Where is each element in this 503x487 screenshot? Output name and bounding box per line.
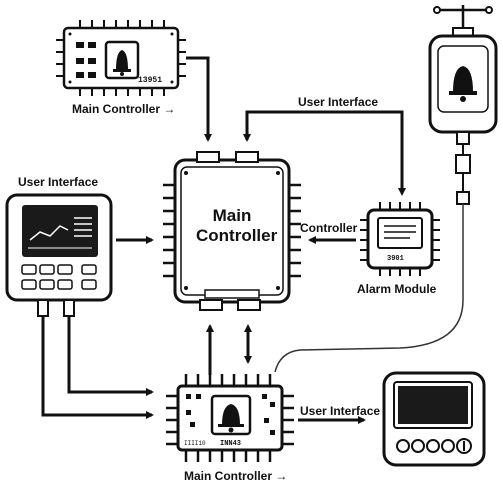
main-controller-line1: Main: [212, 206, 252, 225]
handheld-monitor: [5, 193, 113, 317]
bell-icon: [113, 50, 131, 76]
bottom-board-chip-text: INN43: [220, 440, 241, 448]
bell-icon: [218, 404, 244, 433]
bottom-controller-board: [166, 374, 294, 462]
top-controller-label: Main Controller →: [72, 102, 176, 116]
user-interface-right-label: User Interface: [300, 404, 381, 418]
user-interface-top-label: User Interface: [298, 95, 379, 109]
bottom-board-left-text: IIII10: [184, 440, 206, 447]
display-device: [382, 371, 486, 467]
waveform-icon: [29, 225, 69, 241]
connectors: [41, 56, 406, 424]
main-controller-title: Main Controller: [196, 206, 278, 246]
top-controller-board: [56, 20, 186, 96]
bottom-controller-label: Main Controller →: [184, 469, 288, 483]
alarm-module-chip: [360, 202, 440, 276]
user-interface-left-label: User Interface: [18, 175, 99, 189]
main-controller-line2: Controller: [196, 226, 278, 245]
top-board-chip-text: 13951: [138, 76, 162, 85]
iv-bag-alarm: [274, 5, 498, 373]
alarm-module-label: Alarm Module: [357, 282, 437, 296]
bell-icon: [449, 66, 477, 102]
alarm-chip-text: 3901: [387, 255, 404, 263]
controller-arrow-label: Controller: [300, 221, 358, 235]
